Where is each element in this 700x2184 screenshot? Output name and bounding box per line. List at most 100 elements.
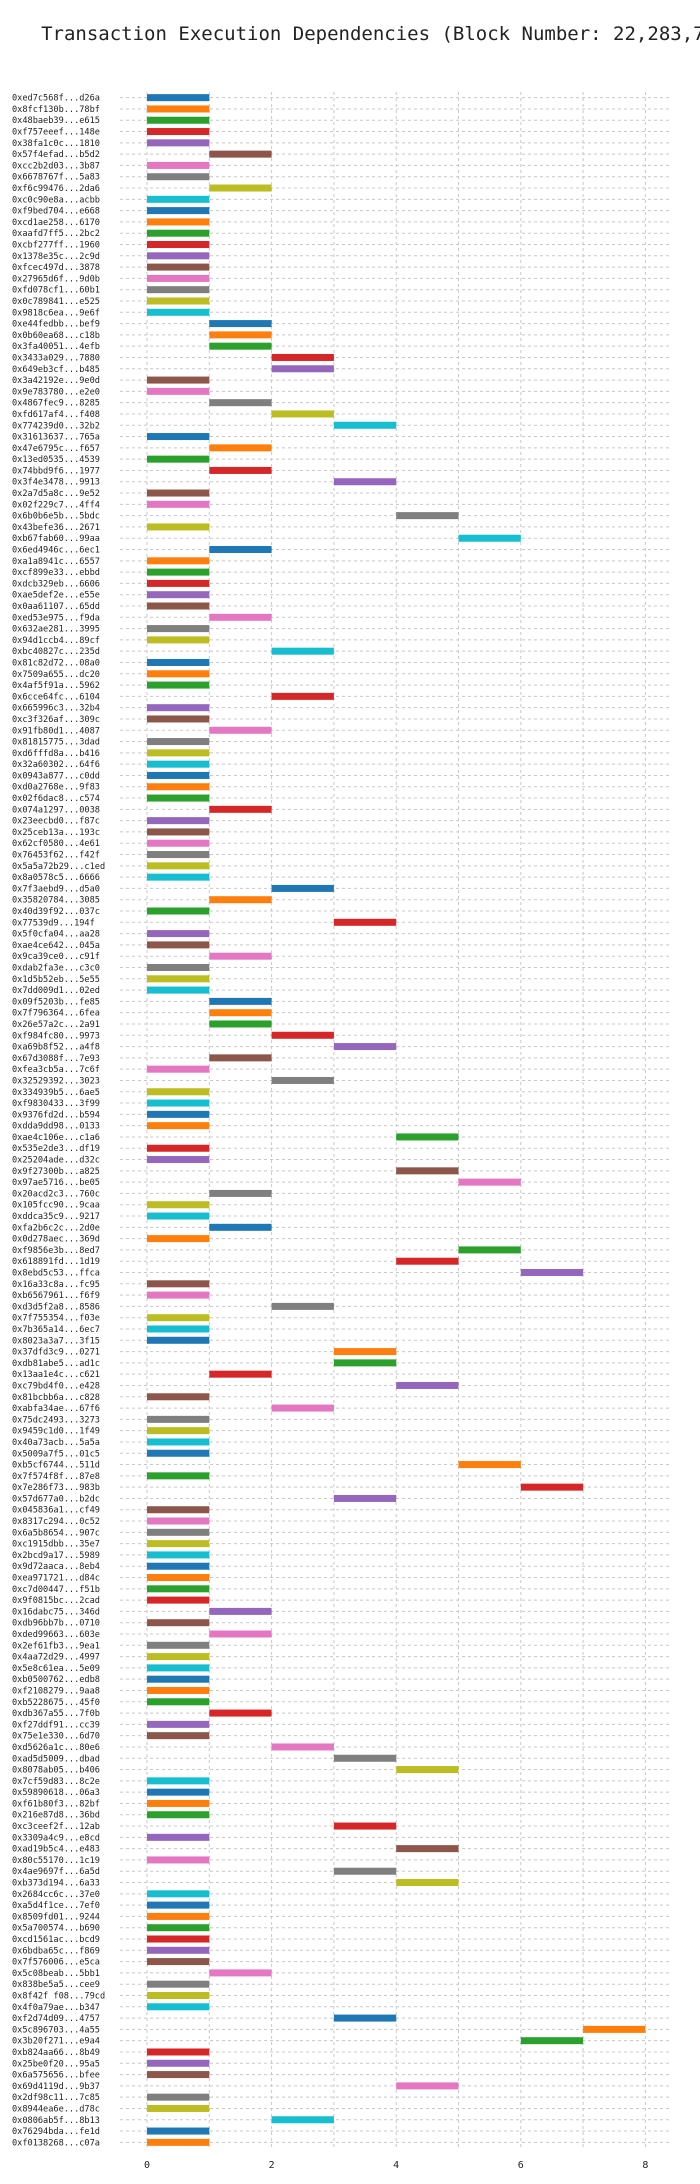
tx-hash-label: 0xddca35c9...9217 bbox=[12, 1212, 100, 1222]
dependency-bar bbox=[147, 1506, 210, 1514]
tx-hash-label: 0xf9bed704...e668 bbox=[12, 207, 100, 217]
dependency-bar bbox=[147, 579, 210, 587]
tx-hash-label: 0x7509a655...dc20 bbox=[12, 670, 100, 680]
dependency-bar bbox=[209, 1969, 272, 1977]
tx-hash-label: 0xcd1ae258...6170 bbox=[12, 218, 100, 228]
dependency-bar bbox=[147, 263, 210, 271]
tx-hash-label: 0x618891fd...1d19 bbox=[12, 1257, 100, 1267]
dependency-bar bbox=[147, 500, 210, 508]
tx-hash-label: 0x16a33c8a...fc95 bbox=[12, 1280, 100, 1290]
tx-hash-label: 0x40d39f92...037c bbox=[12, 907, 100, 917]
tx-hash-label: 0xabfa34ae...67f6 bbox=[12, 1404, 100, 1414]
dependency-bar bbox=[271, 647, 334, 655]
dependency-bar bbox=[147, 907, 210, 915]
tx-hash-label: 0x76294bda...fe1d bbox=[12, 2127, 100, 2137]
dependency-bar bbox=[147, 873, 210, 881]
tx-hash-label: 0x074a1297...0038 bbox=[12, 805, 100, 815]
tx-hash-label: 0x7f3aebd9...d5a0 bbox=[12, 884, 100, 894]
tx-hash-label: 0x94d1ccb4...89cf bbox=[12, 636, 100, 646]
dependency-bar bbox=[147, 862, 210, 870]
dependency-bar bbox=[396, 1879, 459, 1887]
dependency-bar bbox=[147, 636, 210, 644]
tx-hash-label: 0xcc2b2d03...3b87 bbox=[12, 161, 100, 171]
dependency-bar bbox=[271, 1302, 334, 1310]
tx-hash-label: 0xed53e975...f9da bbox=[12, 613, 100, 623]
dependency-bar bbox=[209, 444, 272, 452]
dependency-bar bbox=[147, 1235, 210, 1243]
dependency-bar bbox=[209, 896, 272, 904]
tx-hash-label: 0x9f0815bc...2cad bbox=[12, 1596, 100, 1606]
tx-hash-label: 0x6a5b8654...907c bbox=[12, 1528, 100, 1538]
dependency-bar bbox=[147, 105, 210, 113]
dependency-bar bbox=[147, 602, 210, 610]
dependency-bar bbox=[209, 1370, 272, 1378]
dependency-bar bbox=[147, 1336, 210, 1344]
tx-hash-label: 0x5009a7f5...01c5 bbox=[12, 1449, 100, 1459]
tx-hash-label: 0xfcec497d...3878 bbox=[12, 263, 100, 273]
dependency-bar bbox=[147, 839, 210, 847]
dependency-bar bbox=[147, 1811, 210, 1819]
tx-hash-label: 0xf0138268...c07a bbox=[12, 2138, 100, 2148]
dependency-bar bbox=[147, 195, 210, 203]
tx-hash-label: 0x59890618...06a3 bbox=[12, 1788, 100, 1798]
tx-hash-label: 0x9376fd2d...b594 bbox=[12, 1110, 100, 1120]
dependency-bar bbox=[147, 1619, 210, 1627]
dependency-bar bbox=[209, 150, 272, 158]
dependency-bar bbox=[147, 1099, 210, 1107]
dependency-bar bbox=[147, 1777, 210, 1785]
tx-hash-label: 0x105fcc90...9caa bbox=[12, 1201, 100, 1211]
dependency-bar bbox=[147, 783, 210, 791]
tx-hash-label: 0x81bcbb6a...c828 bbox=[12, 1393, 100, 1403]
dependency-bar bbox=[147, 387, 210, 395]
dependency-bar bbox=[147, 1788, 210, 1796]
tx-hash-label: 0x74bbd9f6...1977 bbox=[12, 466, 100, 476]
tx-hash-label: 0x23eecbd0...f87c bbox=[12, 817, 100, 827]
tx-hash-label: 0x1d5b52eb...5e55 bbox=[12, 975, 100, 985]
dependency-bar bbox=[147, 1517, 210, 1525]
tx-hash-label: 0xc3f326af...309c bbox=[12, 715, 100, 725]
dependency-bar bbox=[209, 320, 272, 328]
dependency-bar bbox=[458, 1178, 521, 1186]
tx-hash-label: 0xb5cf6744...511d bbox=[12, 1461, 100, 1471]
tx-hash-label: 0xcbf277ff...1960 bbox=[12, 241, 100, 251]
dependency-bar bbox=[147, 715, 210, 723]
dependency-bar bbox=[209, 1607, 272, 1615]
dependency-bar bbox=[209, 399, 272, 407]
tx-hash-label: 0xf984fc80...9973 bbox=[12, 1031, 100, 1041]
dependency-bar bbox=[271, 1404, 334, 1412]
tx-hash-label: 0x8023a3a7...3f15 bbox=[12, 1336, 100, 1346]
tx-hash-label: 0x57f4efad...b5d2 bbox=[12, 150, 100, 160]
dependency-bar bbox=[147, 1110, 210, 1118]
dependency-bar bbox=[147, 771, 210, 779]
tx-hash-label: 0x32a60302...64f6 bbox=[12, 760, 100, 770]
dependency-bar bbox=[147, 2003, 210, 2011]
tx-hash-label: 0x7f574f8f...87e8 bbox=[12, 1472, 100, 1482]
dependency-bar bbox=[147, 817, 210, 825]
tx-hash-label: 0x7e286f73...983b bbox=[12, 1483, 100, 1493]
dependency-bar bbox=[147, 1212, 210, 1220]
tx-hash-label: 0x5a5a72b29...c1ed bbox=[12, 862, 105, 872]
tx-hash-label: 0x3309a4c9...e8cd bbox=[12, 1833, 100, 1843]
dependency-bar bbox=[147, 1653, 210, 1661]
tx-hash-label: 0x25ceb13a...193c bbox=[12, 828, 100, 838]
tx-hash-label: 0xc79bd4f0...e428 bbox=[12, 1381, 100, 1391]
tx-hash-label: 0xfea3cb5a...7c6f bbox=[12, 1065, 100, 1075]
tx-hash-label: 0x4ae9697f...6a5d bbox=[12, 1867, 100, 1877]
tx-hash-label: 0xad19b5c4...e483 bbox=[12, 1845, 100, 1855]
dependency-bar bbox=[271, 692, 334, 700]
tx-hash-label: 0xea971721...d84c bbox=[12, 1574, 100, 1584]
tx-hash-label: 0xb824aa66...8b49 bbox=[12, 2048, 100, 2058]
dependency-bar bbox=[209, 997, 272, 1005]
dependency-bar bbox=[147, 986, 210, 994]
tx-hash-label: 0xd0a2768e...9f83 bbox=[12, 783, 100, 793]
tx-hash-label: 0x9f27300b...a825 bbox=[12, 1167, 100, 1177]
dependency-bar bbox=[147, 308, 210, 316]
tx-hash-label: 0x25be0f20...95a5 bbox=[12, 2059, 100, 2069]
dependency-bar bbox=[147, 1065, 210, 1073]
dependency-bar bbox=[147, 1325, 210, 1333]
dependency-bar bbox=[209, 952, 272, 960]
tx-hash-label: 0x6b0b6e5b...5bdc bbox=[12, 512, 100, 522]
dependency-bar bbox=[147, 975, 210, 983]
dependency-bar bbox=[147, 207, 210, 215]
dependency-bar bbox=[333, 1359, 397, 1367]
